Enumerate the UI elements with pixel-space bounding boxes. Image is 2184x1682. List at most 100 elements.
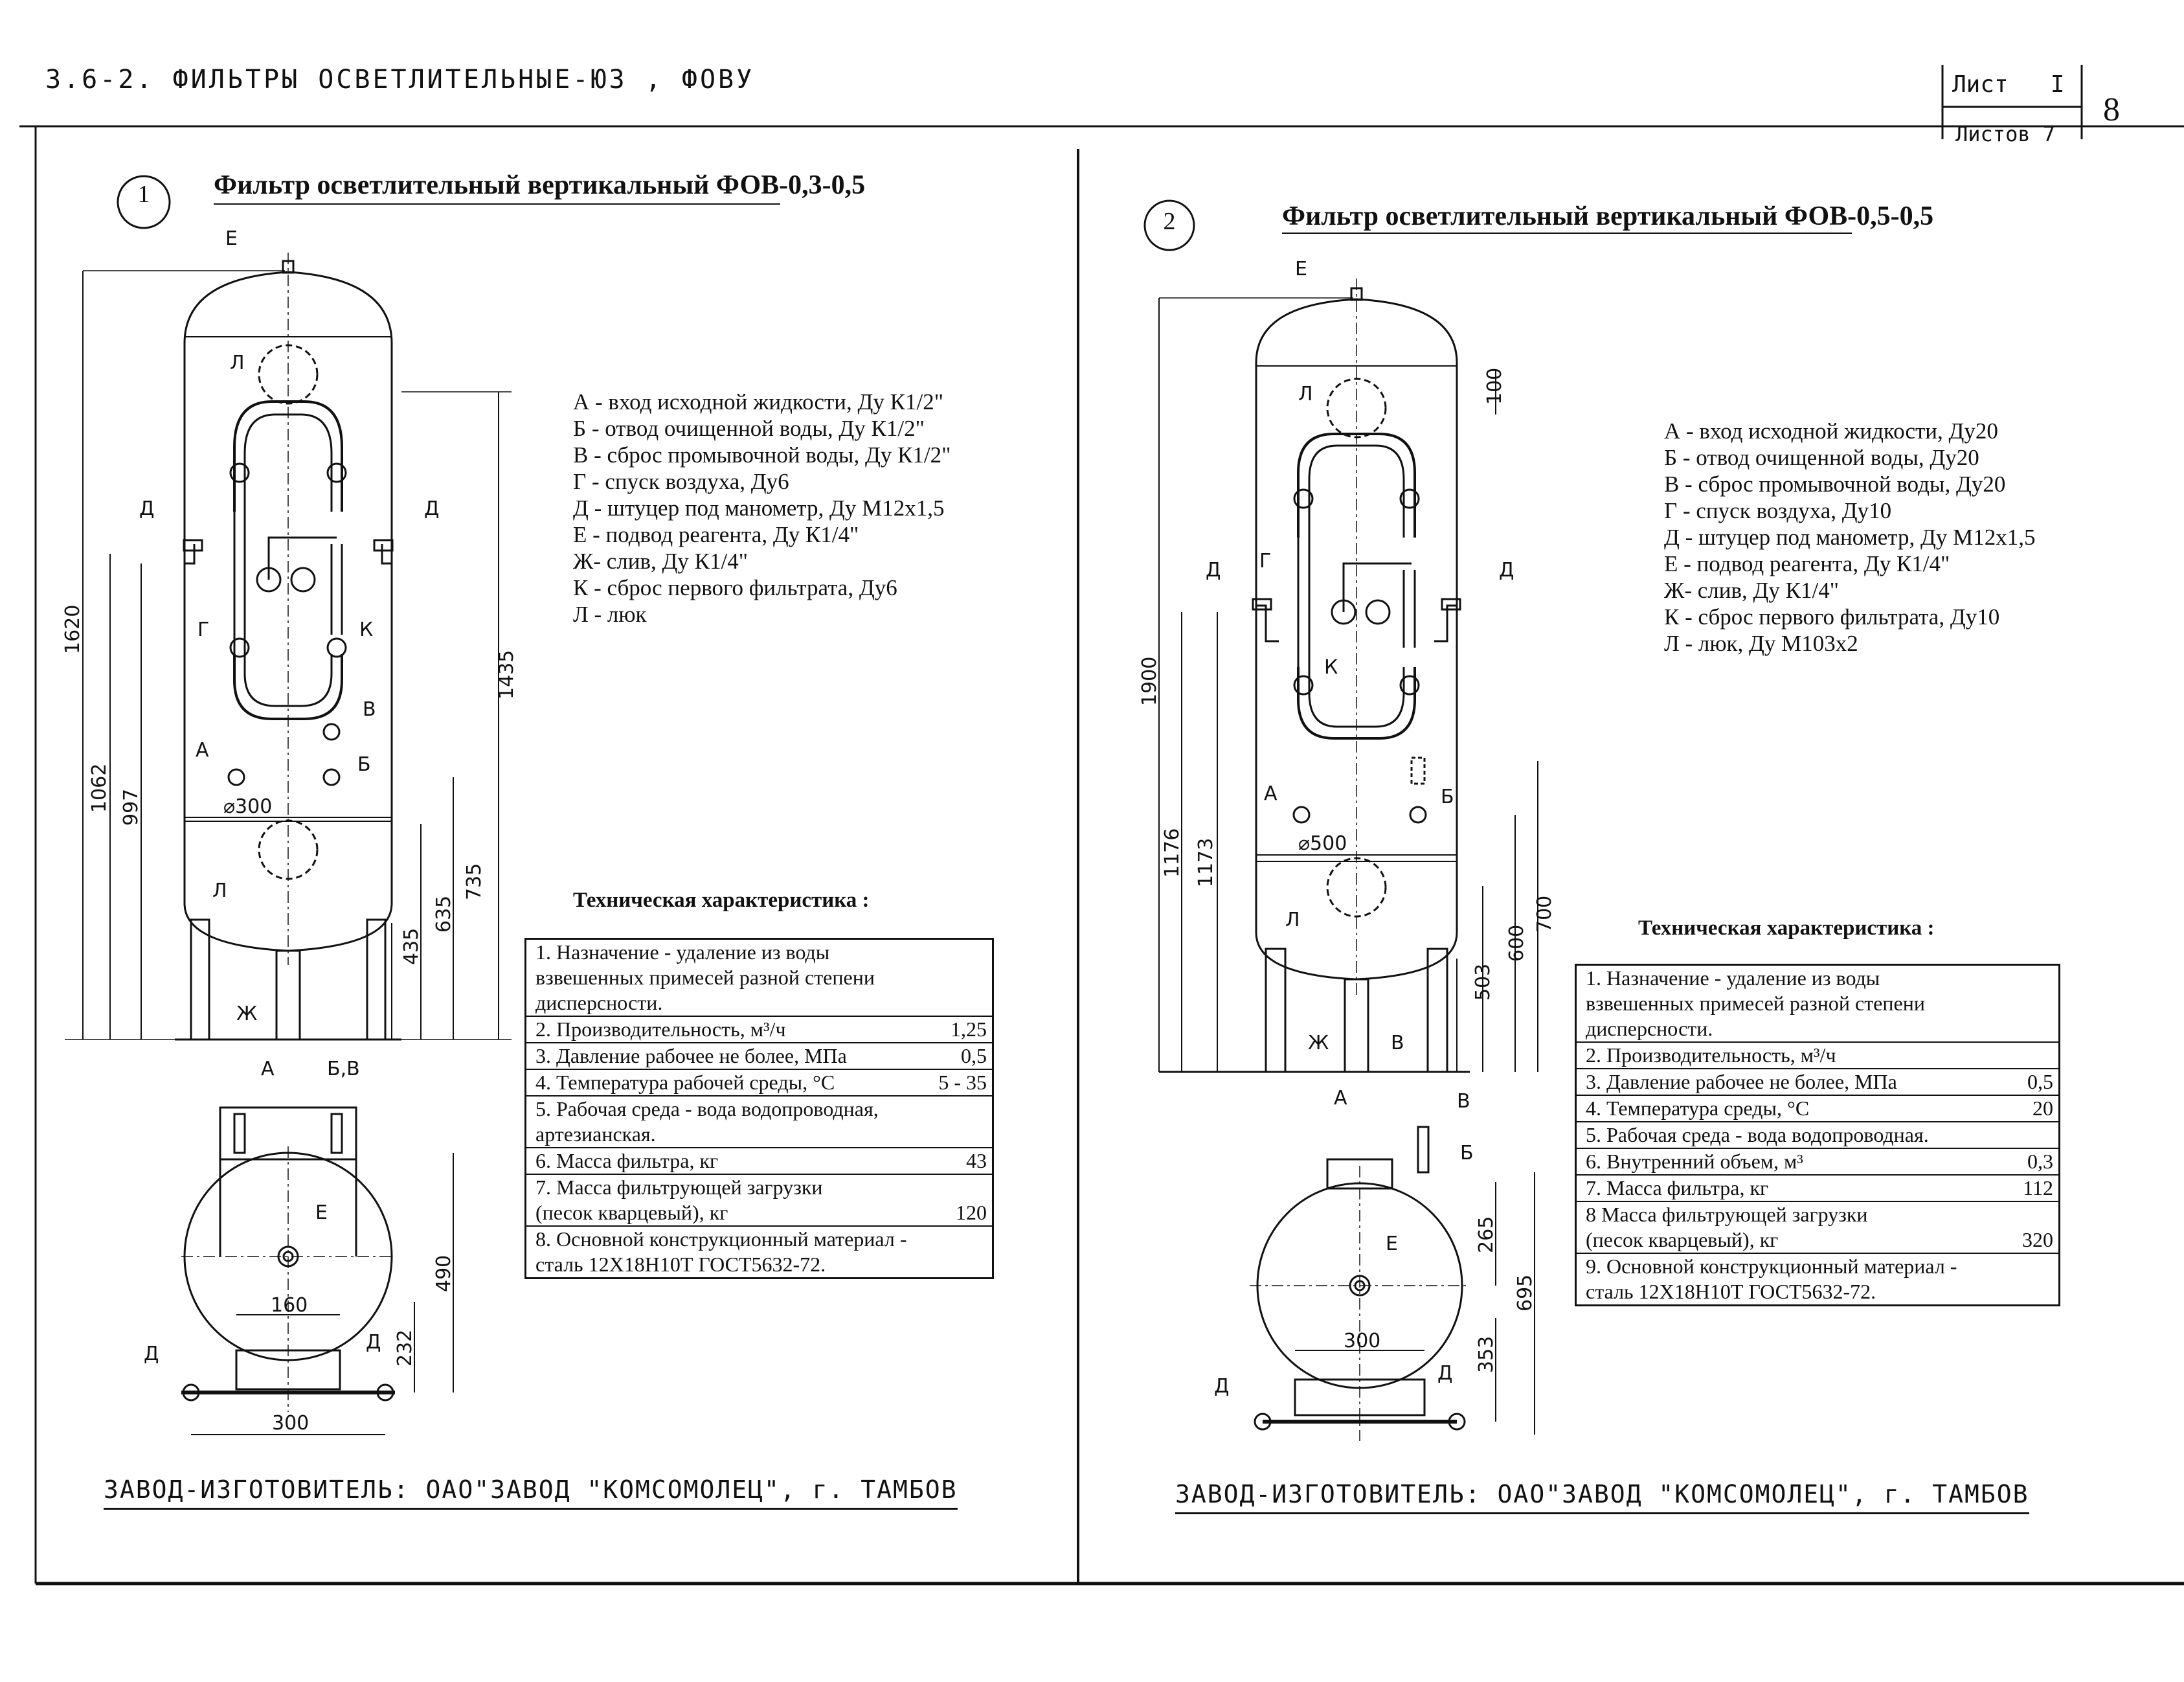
label-V: В xyxy=(1391,1032,1404,1054)
label-E: Е xyxy=(1386,1233,1398,1255)
dim-text: 503 xyxy=(1472,964,1494,1001)
page-mark: 8 xyxy=(2103,91,2120,128)
right-number-circle xyxy=(1143,199,1195,251)
left-legend: А - вход исходной жидкости, Ду К1/2" Б -… xyxy=(573,389,951,628)
spec-row: 9. Основной конструкционный материал - с… xyxy=(1586,1255,1957,1303)
label-D: Д xyxy=(1437,1362,1452,1385)
spec-row: 8. Основной конструкционный материал - с… xyxy=(535,1227,907,1276)
dim-text: 997 xyxy=(120,789,142,826)
dim-text: 600 xyxy=(1505,925,1528,962)
label-A: А xyxy=(261,1058,275,1080)
label-G: Г xyxy=(197,619,209,641)
dim-text: 695 xyxy=(1514,1275,1537,1312)
legend-item: Д - штуцер под манометр, Ду М12х1,5 xyxy=(573,495,945,521)
right-legend: А - вход исходной жидкости, Ду20 Б - отв… xyxy=(1664,418,2036,657)
legend-item: В - сброс промывочной воды, Ду20 xyxy=(1664,472,2006,497)
legend-item: К - сброс первого фильтрата, Ду10 xyxy=(1664,604,2000,630)
dim-text: 1173 xyxy=(1195,838,1217,887)
dim-text: 1620 xyxy=(62,605,84,654)
label-BV: Б,В xyxy=(327,1058,360,1080)
dim-text: 1176 xyxy=(1161,828,1184,878)
spec-row: 1. Назначение - удаление из воды взвешен… xyxy=(1577,966,2058,1043)
legend-item: Г - спуск воздуха, Ду6 xyxy=(573,469,789,494)
right-plan-dimensions xyxy=(1295,1172,1535,1435)
label-D: Д xyxy=(144,1343,159,1365)
right-tech-header: Техническая характеристика : xyxy=(1638,916,1935,940)
spec-row: 1. Назначение - удаление из воды взвешен… xyxy=(526,940,992,1017)
legend-item: Е - подвод реагента, Ду К1/4" xyxy=(1664,551,1950,576)
label-L: Л xyxy=(230,352,245,374)
legend-item: А - вход исходной жидкости, Ду К1/2" xyxy=(573,389,944,415)
legend-item: К - сброс первого фильтрата, Ду6 xyxy=(573,575,897,600)
dim-text: 353 xyxy=(1475,1336,1498,1373)
sheet-label: Лист I xyxy=(1952,71,2065,98)
label-L: Л xyxy=(212,880,227,902)
spec-row: 7. Масса фильтрующей загрузки (песок ква… xyxy=(526,1175,992,1227)
spec-row: 5. Рабочая среда - вода водопроводная, а… xyxy=(526,1097,992,1148)
dim-text: ⌀300 xyxy=(223,795,272,818)
document-code: 3.6-2. ФИЛЬТРЫ ОСВЕТЛИТЕЛЬНЫЕ-ЮЗ , ФОВУ xyxy=(45,65,755,95)
legend-item: Ж- слив, Ду К1/4" xyxy=(1664,578,1840,603)
label-V: В xyxy=(363,698,376,721)
label-D: Д xyxy=(1214,1375,1229,1398)
dim-text: 735 xyxy=(463,863,486,900)
left-manufacturer: ЗАВОД-ИЗГОТОВИТЕЛЬ: ОАО"ЗАВОД "КОМСОМОЛЕ… xyxy=(104,1475,958,1510)
left-tech-header: Техническая характеристика : xyxy=(573,889,870,912)
label-E: Е xyxy=(1295,258,1307,280)
right-spec-table: 1. Назначение - удаление из воды взвешен… xyxy=(1575,964,2060,1306)
label-A: А xyxy=(1264,782,1278,805)
dim-text: 160 xyxy=(271,1294,308,1317)
dim-text: ⌀500 xyxy=(1298,832,1347,855)
dim-text: 635 xyxy=(433,896,455,933)
dim-text: 300 xyxy=(1344,1330,1380,1352)
legend-item: Л - люк, Ду М103х2 xyxy=(1664,631,1858,656)
label-D: Д xyxy=(139,497,154,520)
label-B: Б xyxy=(1441,786,1454,808)
label-B: Б xyxy=(1460,1142,1474,1165)
legend-item: В - сброс промывочной воды, Ду К1/2" xyxy=(573,442,951,468)
dim-text: 265 xyxy=(1475,1216,1498,1253)
legend-item: Б - отвод очищенной воды, Ду К1/2" xyxy=(573,416,925,441)
legend-item: Д - штуцер под манометр, Ду М12х1,5 xyxy=(1664,525,2036,550)
legend-item: Л - люк xyxy=(573,602,647,627)
legend-item: Г - спуск воздуха, Ду10 xyxy=(1664,498,1892,523)
label-V: В xyxy=(1457,1090,1470,1113)
spec-row: 5. Рабочая среда - вода водопроводная. xyxy=(1577,1122,2058,1149)
label-L: Л xyxy=(1285,909,1300,931)
legend-item: А - вход исходной жидкости, Ду20 xyxy=(1664,418,1998,444)
label-K: К xyxy=(359,619,373,641)
left-title: Фильтр осветлительный вертикальный ФОВ-0… xyxy=(214,170,866,200)
label-K: К xyxy=(1324,656,1338,679)
dim-text: 700 xyxy=(1533,896,1556,933)
label-Zh: Ж xyxy=(1308,1032,1329,1054)
label-A: А xyxy=(196,739,209,762)
spec-row: 2. Производительность, м³/ч xyxy=(1577,1043,2058,1069)
right-circle-number: 2 xyxy=(1163,208,1176,235)
label-E: Е xyxy=(315,1201,328,1224)
dim-text: 490 xyxy=(433,1255,455,1292)
legend-item: Ж- слив, Ду К1/4" xyxy=(573,549,749,574)
left-vessel-elevation xyxy=(175,253,401,1041)
label-D: Д xyxy=(366,1331,381,1354)
legend-item: Е - подвод реагента, Ду К1/4" xyxy=(573,522,859,547)
dim-text: 100 xyxy=(1483,368,1506,405)
right-vessel-elevation xyxy=(1159,278,1470,1073)
label-Zh: Ж xyxy=(236,1003,257,1025)
left-number-circle xyxy=(117,175,171,229)
right-title: Фильтр осветлительный вертикальный ФОВ-0… xyxy=(1282,201,1934,231)
spec-row: 8 Масса фильтрующей загрузки (песок квар… xyxy=(1577,1202,2058,1254)
right-vessel-plan xyxy=(1250,1126,1470,1441)
left-plan-dimensions xyxy=(191,1153,454,1435)
left-dimensions xyxy=(65,270,512,1040)
label-L: Л xyxy=(1298,383,1313,405)
dim-text: 1900 xyxy=(1138,657,1161,706)
label-D: Д xyxy=(424,497,439,520)
